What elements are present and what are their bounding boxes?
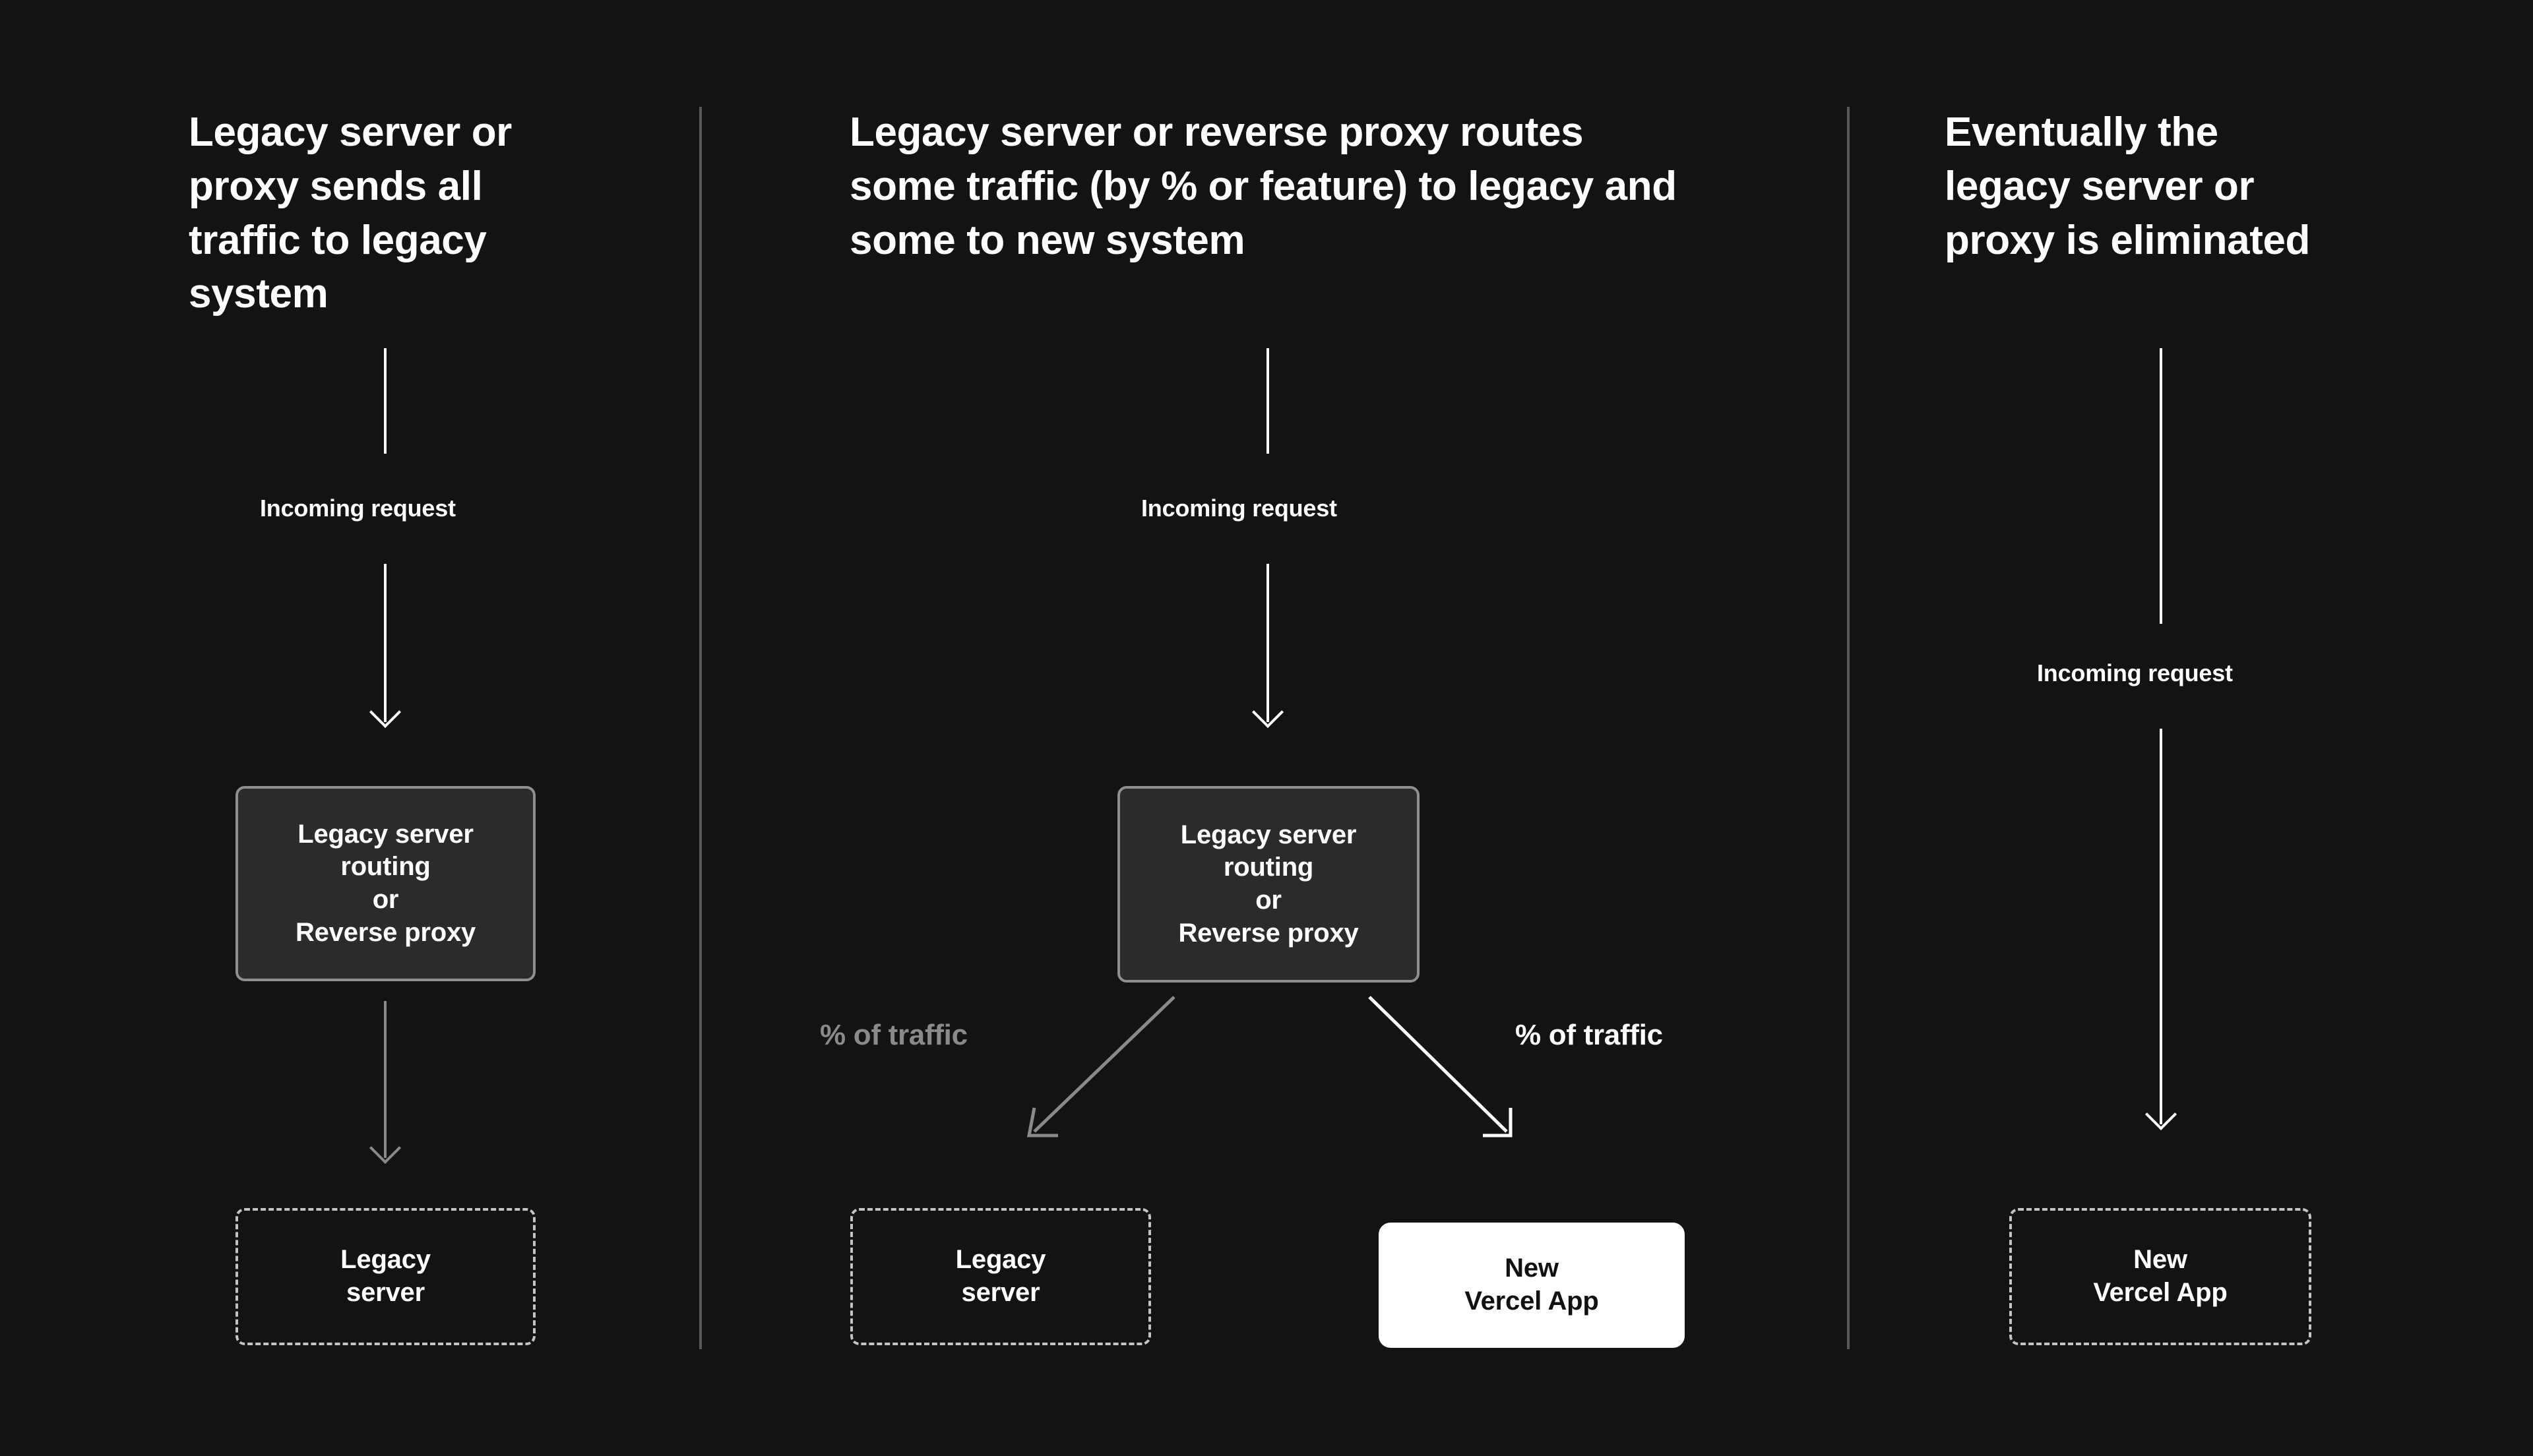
stage-2-node-new-vercel-app[interactable]: New Vercel App <box>1379 1223 1685 1348</box>
stage-2-traffic-label-left: % of traffic <box>820 1019 968 1051</box>
stage-2-node-router[interactable]: Legacy server routing or Reverse proxy <box>1117 786 1420 983</box>
stage-2-heading: Legacy server or reverse proxy routes so… <box>850 109 1677 263</box>
stage-2-node-legacy-server[interactable]: Legacy server <box>850 1208 1151 1345</box>
stage-3-incoming-request-label: Incoming request <box>2037 659 2233 686</box>
stage-2-traffic-label-right: % of traffic <box>1515 1019 1663 1051</box>
column-divider-1 <box>699 107 702 1349</box>
stage-2-branch-arrows <box>1026 996 1513 1138</box>
stage-2-top-connector <box>1266 348 1269 454</box>
arrow-head-icon <box>2144 1098 2177 1131</box>
arrow-head-icon <box>1251 696 1284 729</box>
stage-3-arrow-to-vercel-app <box>2144 729 2177 1131</box>
stage-1-top-connector <box>384 348 387 454</box>
stage-1-heading: Legacy server or proxy sends all traffic… <box>189 109 512 317</box>
stage-3-node-new-vercel-app[interactable]: New Vercel App <box>2009 1208 2311 1345</box>
arrow-shaft <box>1266 564 1269 722</box>
column-divider-2 <box>1847 107 1850 1349</box>
branch-arrow-right-icon <box>1368 996 1513 1138</box>
stage-3-top-connector <box>2160 348 2162 624</box>
arrow-head-icon <box>369 696 402 729</box>
arrow-shaft <box>384 1001 387 1158</box>
stage-2-arrow-to-router <box>1251 564 1284 729</box>
stage-1-arrow-to-legacy <box>369 1001 402 1165</box>
arrow-head-icon <box>369 1132 402 1165</box>
stage-1-node-router[interactable]: Legacy server routing or Reverse proxy <box>235 786 536 981</box>
stage-1-node-legacy-server[interactable]: Legacy server <box>235 1208 536 1345</box>
stage-2-incoming-request-label: Incoming request <box>1141 495 1337 522</box>
arrow-shaft <box>2160 729 2162 1124</box>
branch-arrow-left-icon <box>1026 996 1175 1138</box>
stage-3-heading: Eventually the legacy server or proxy is… <box>1945 109 2311 263</box>
arrow-shaft <box>384 564 387 722</box>
stage-1-incoming-request-label: Incoming request <box>260 495 456 522</box>
stage-1-arrow-to-router <box>369 564 402 729</box>
